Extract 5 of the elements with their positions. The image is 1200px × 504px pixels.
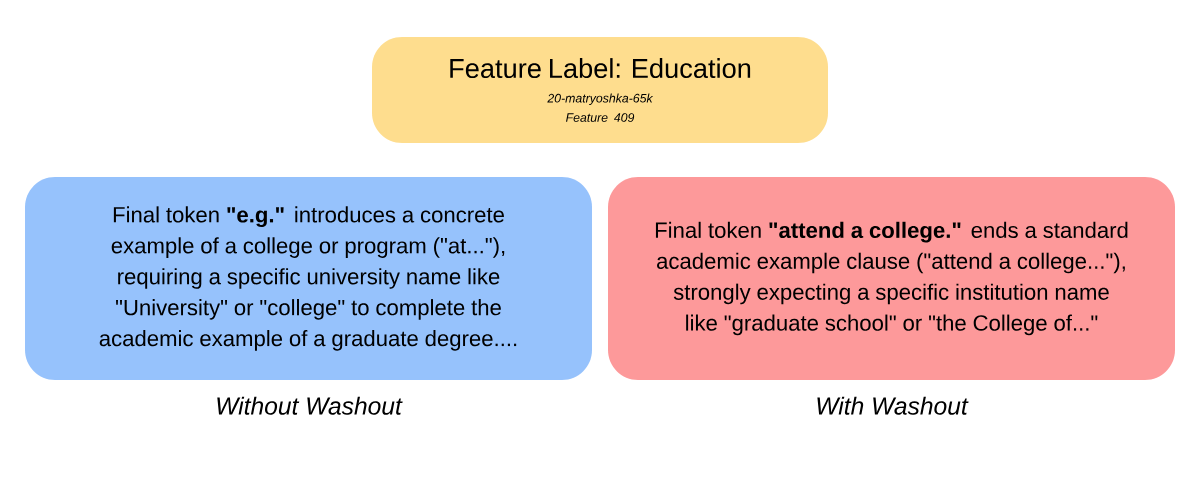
box-caption: Without Washout — [217, 396, 403, 415]
box-caption: With Washout — [817, 396, 969, 415]
text-box: Feature Label: Education 20-matryoshka-65k Feature 409 — [372, 37, 828, 143]
text-box: Final token "attend a college." ends a standard academic example clause ("attend a college..."), strongly expecting a specific institution name like "graduate school" or "the College of..." — [608, 177, 1175, 380]
text-box: Final token "e.g." introduces a concrete example of a college or program ("at..."), requiring a specific university name like "University" or "college" to complete the academic example of a graduate degree.... — [25, 177, 592, 380]
